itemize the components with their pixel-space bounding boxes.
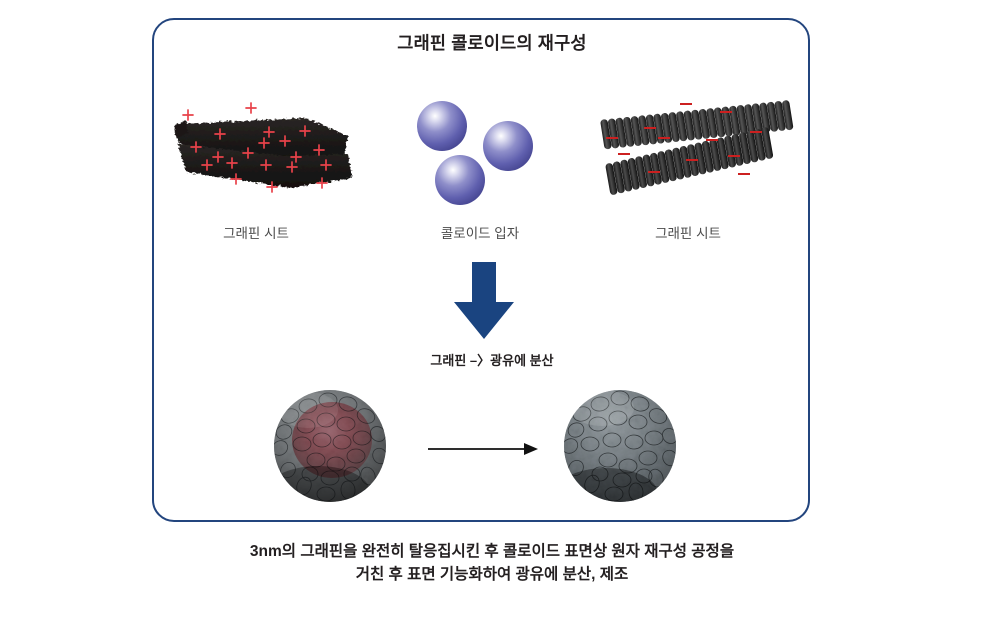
colloid-sphere-3: [435, 155, 485, 205]
positive-charge-marks: [182, 102, 332, 193]
label-graphene-sheet-right: 그래핀 시트: [655, 226, 721, 241]
graphene-sheet-positive-illustration: [172, 100, 372, 210]
nanoparticle-before-image: [262, 382, 402, 512]
colloid-sphere-1: [417, 101, 467, 151]
colloid-sphere-2: [483, 121, 533, 171]
transition-arrow-right-icon: [428, 438, 538, 460]
label-graphene-sheet-left: 그래핀 시트: [223, 226, 289, 241]
caption-line-1: 3nm의 그래핀을 완전히 탈응집시킨 후 콜로이드 표면상 원자 재구성 공정…: [249, 543, 735, 560]
caption-line-2: 거친 후 표면 기능화하여 광유에 분산, 제조: [355, 566, 629, 584]
colloid-particles-illustration: [404, 98, 564, 210]
negative-charge-marks: [606, 103, 762, 175]
nanoparticle-after-image: [552, 382, 692, 512]
label-colloid-particles: 콜로이드 입자: [440, 226, 520, 241]
process-description: 그래핀 –〉광유에 분산: [430, 353, 554, 368]
figure-caption: 3nm의 그래핀을 완전히 탈응집시킨 후 콜로이드 표면상 원자 재구성 공정…: [0, 540, 984, 587]
page-title: 그래핀 콜로이드의 재구성: [397, 33, 587, 53]
process-arrow-down-icon: [452, 262, 516, 340]
sheet-lower-flake: [178, 144, 352, 188]
graphene-sheet-negative-illustration: [598, 98, 798, 210]
